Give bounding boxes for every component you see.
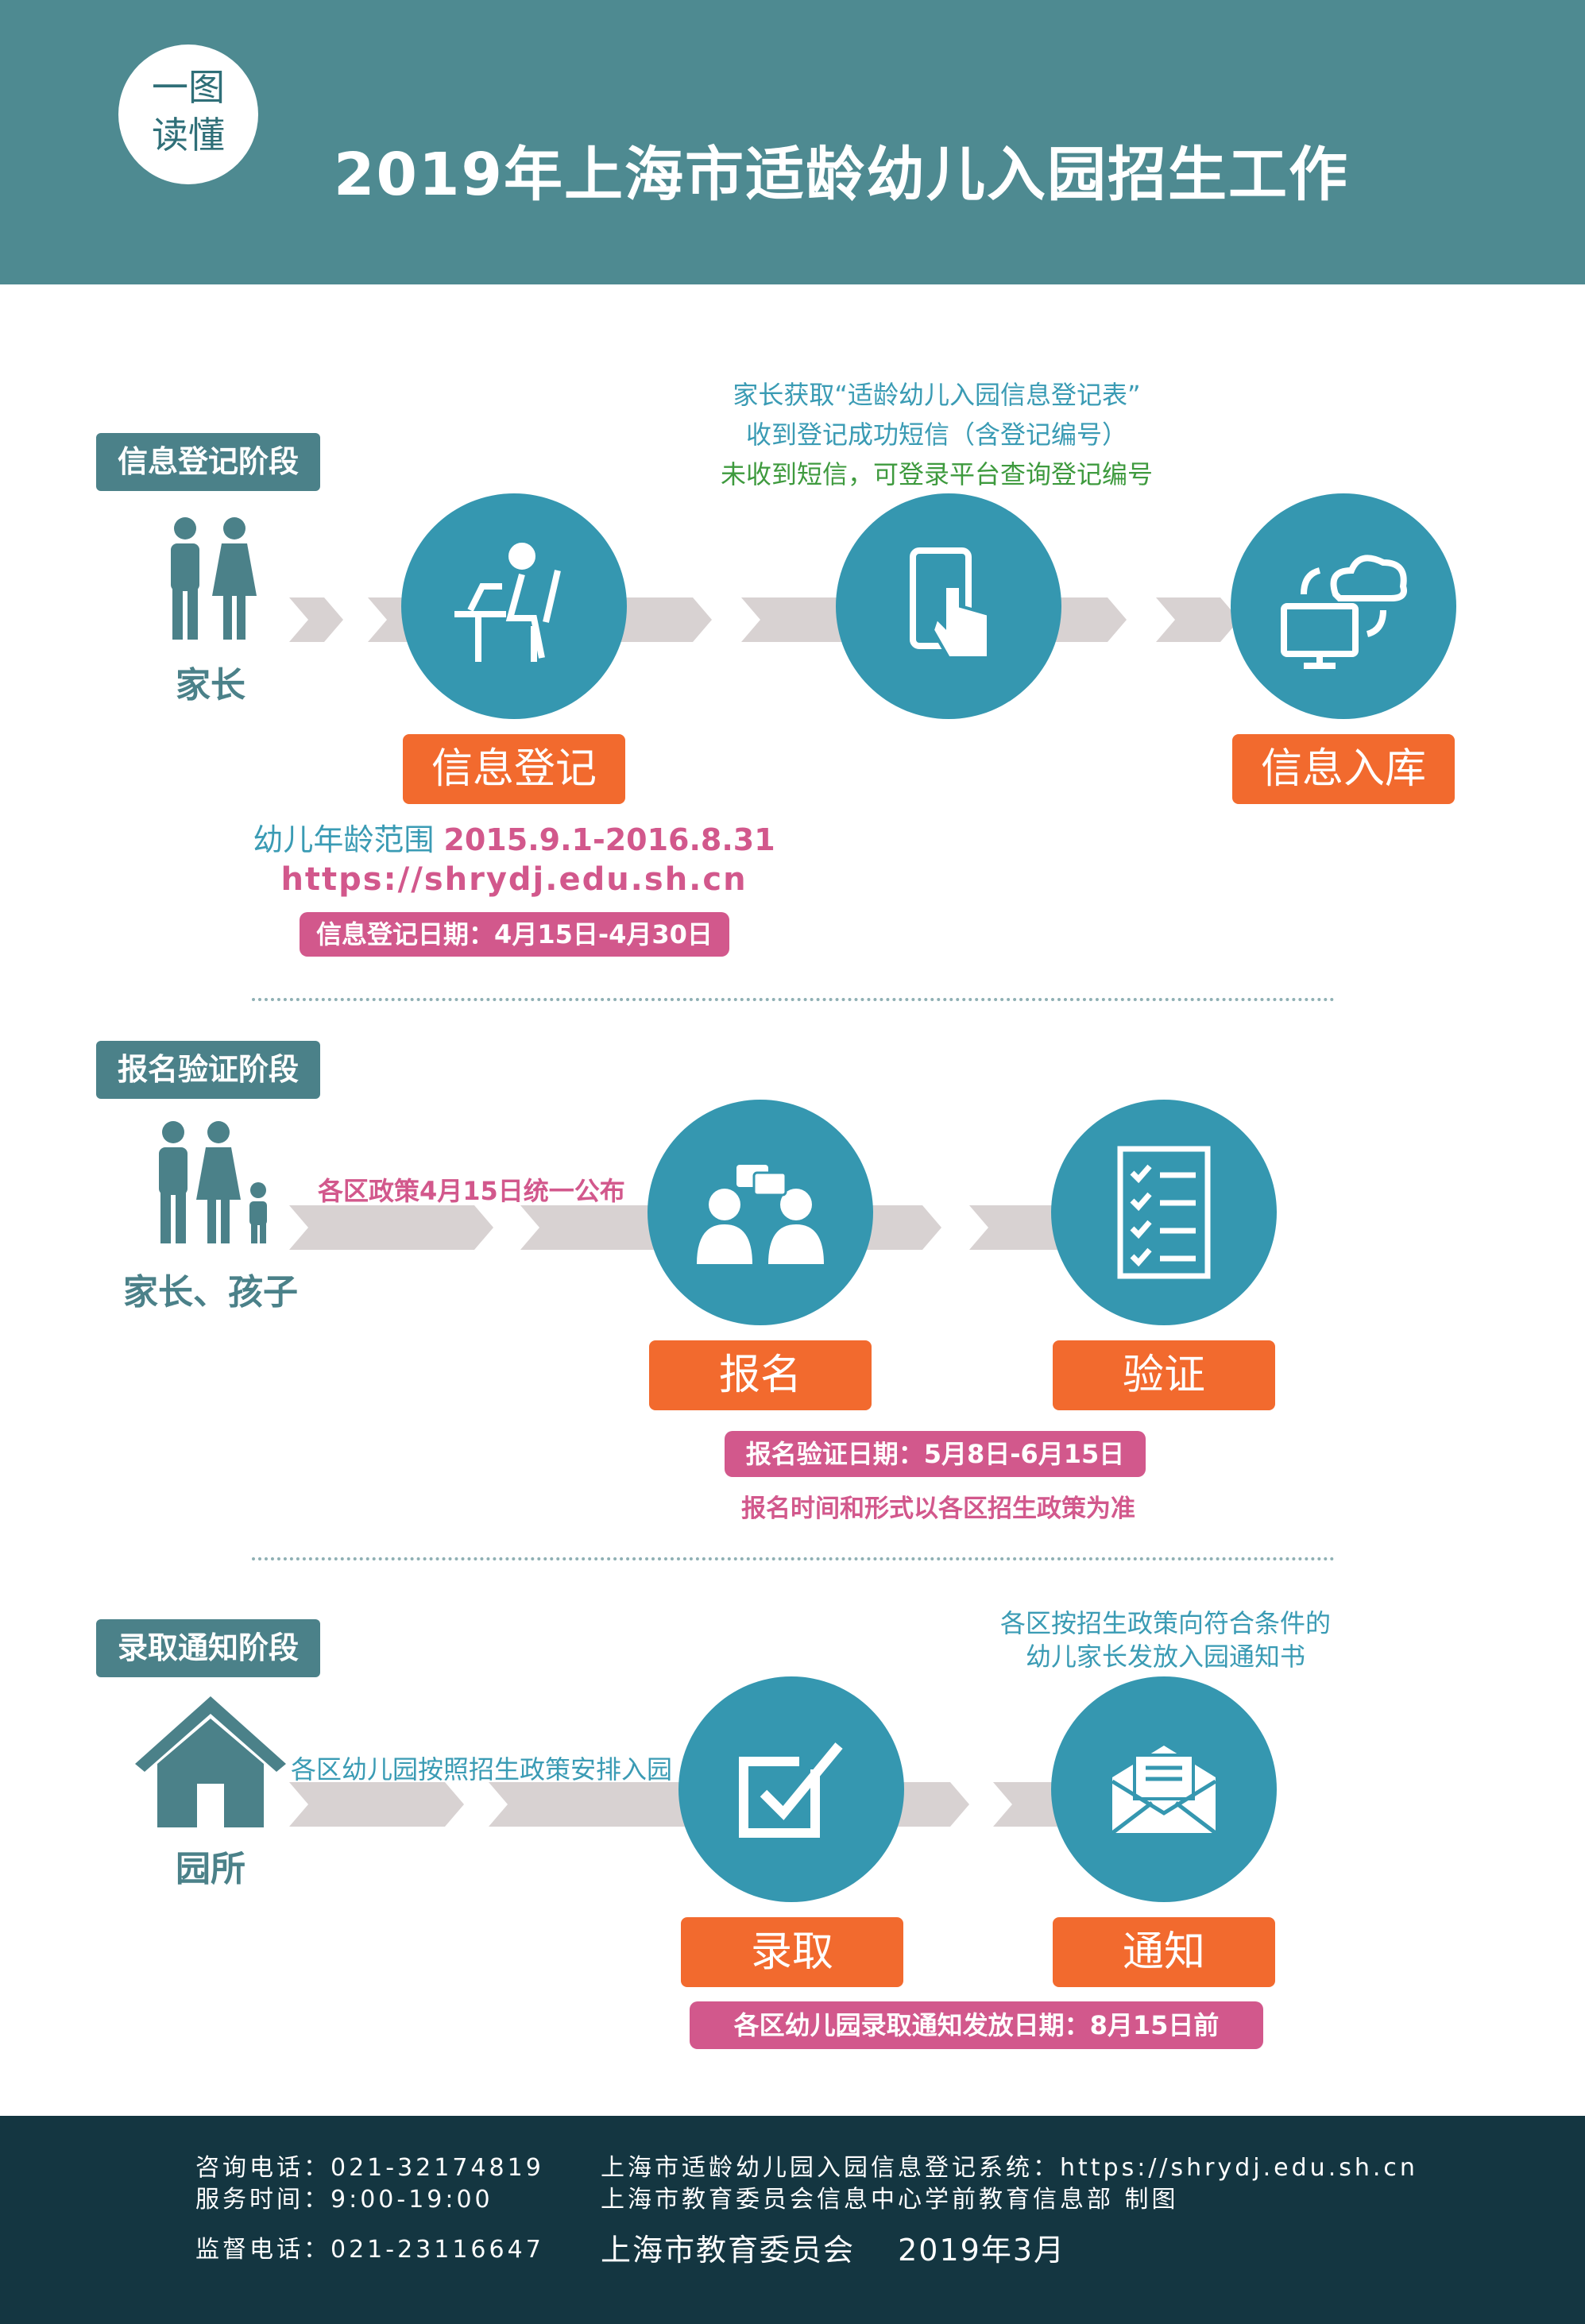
header-banner: 一图 读懂 2019年上海市适龄幼儿入园招生工作 — [0, 0, 1585, 284]
stage2-label: 报名验证阶段 — [96, 1041, 320, 1099]
maker: 上海市教育委员会信息中心学前教育信息部 制图 — [601, 2186, 1179, 2214]
hotline: 咨询电话：021-32174819 — [195, 2154, 544, 2182]
database-circle — [1231, 493, 1456, 719]
house-icon — [135, 1696, 286, 1827]
admit-circle — [678, 1676, 904, 1902]
stage3-date-pill: 各区幼儿园录取通知发放日期：8月15日前 — [690, 2001, 1263, 2049]
person-at-desk-icon — [454, 543, 561, 662]
stage2-date-pill: 报名验证日期：5月8日-6月15日 — [725, 1431, 1146, 1477]
stage2-note: 报名时间和形式以各区招生政策为准 — [741, 1495, 1135, 1523]
step-admit: 录取 — [681, 1917, 903, 1987]
step-notify: 通知 — [1053, 1917, 1275, 1987]
flow-arrow — [1156, 597, 1239, 642]
badge-line2: 读懂 — [152, 114, 225, 157]
phone-tap-icon — [910, 547, 990, 659]
age-value: 2015.9.1-2016.8.31 — [443, 822, 775, 857]
stage2-actor: 家长、孩子 — [123, 1272, 298, 1313]
stage1-actor: 家长 — [176, 665, 245, 706]
step-register: 信息登记 — [403, 734, 625, 804]
stage3-label: 录取通知阶段 — [96, 1619, 320, 1677]
flow-arrow — [289, 1205, 493, 1250]
age-range: 幼儿年龄范围 2015.9.1-2016.8.31 — [253, 815, 775, 859]
footer: 咨询电话：021-32174819 服务时间：9:00-19:00 监督电话：0… — [0, 2116, 1585, 2324]
stage3-arrow-note: 各区幼儿园按照招生政策安排入园 — [291, 1754, 673, 1785]
stage1-note-line2: 收到登记成功短信（含登记编号） — [745, 420, 1128, 450]
notify-circle — [1051, 1676, 1277, 1902]
publish-date: 2019年3月 — [898, 2233, 1065, 2268]
cloud-computer-icon — [1281, 555, 1407, 669]
verify-circle — [1051, 1100, 1277, 1325]
divider — [252, 1557, 1335, 1560]
badge-line1: 一图 — [152, 66, 225, 109]
org: 上海市教育委员会 2019年3月 — [601, 2225, 1065, 2269]
stage1-label: 信息登记阶段 — [96, 433, 320, 491]
stage3-note-line1: 各区按招生政策向符合条件的 — [999, 1608, 1332, 1638]
stage3-note-line2: 幼儿家长发放入园通知书 — [1025, 1641, 1306, 1672]
service-hours: 服务时间：9:00-19:00 — [195, 2186, 493, 2214]
flow-arrow — [289, 597, 343, 642]
stage1-note-line3: 未收到短信，可登录平台查询登记编号 — [720, 459, 1154, 489]
checklist-icon — [1117, 1146, 1211, 1279]
stage3-actor: 园所 — [176, 1849, 245, 1889]
envelope-icon — [1112, 1746, 1216, 1833]
age-label: 幼儿年龄范围 — [253, 822, 435, 857]
stage1-note-line1: 家长获取“适龄幼儿入园信息登记表” — [733, 380, 1141, 410]
system-url: 上海市适龄幼儿园入园信息登记系统：https://shrydj.edu.sh.c… — [601, 2154, 1418, 2182]
page-title: 2019年上海市适龄幼儿入园招生工作 — [334, 141, 1349, 209]
org-name: 上海市教育委员会 — [601, 2233, 856, 2268]
divider — [252, 998, 1335, 1001]
step-database: 信息入库 — [1232, 734, 1455, 804]
register-circle — [401, 493, 627, 719]
parents-icon — [171, 517, 257, 640]
stage1-date-pill: 信息登记日期：4月15日-4月30日 — [300, 912, 729, 957]
stage2-arrow-note: 各区政策4月15日统一公布 — [318, 1176, 625, 1206]
badge: 一图 读懂 — [118, 44, 258, 184]
apply-circle — [648, 1100, 873, 1325]
registration-url[interactable]: https://shrydj.edu.sh.cn — [280, 861, 748, 898]
family-icon — [159, 1121, 267, 1243]
flow-arrow — [289, 1782, 464, 1827]
checkbox-icon — [739, 1742, 843, 1838]
people-talking-icon — [697, 1165, 824, 1264]
supervision-phone: 监督电话：021-23116647 — [195, 2236, 544, 2264]
step-verify: 验证 — [1053, 1340, 1275, 1410]
step-apply: 报名 — [649, 1340, 872, 1410]
sms-circle — [836, 493, 1061, 719]
